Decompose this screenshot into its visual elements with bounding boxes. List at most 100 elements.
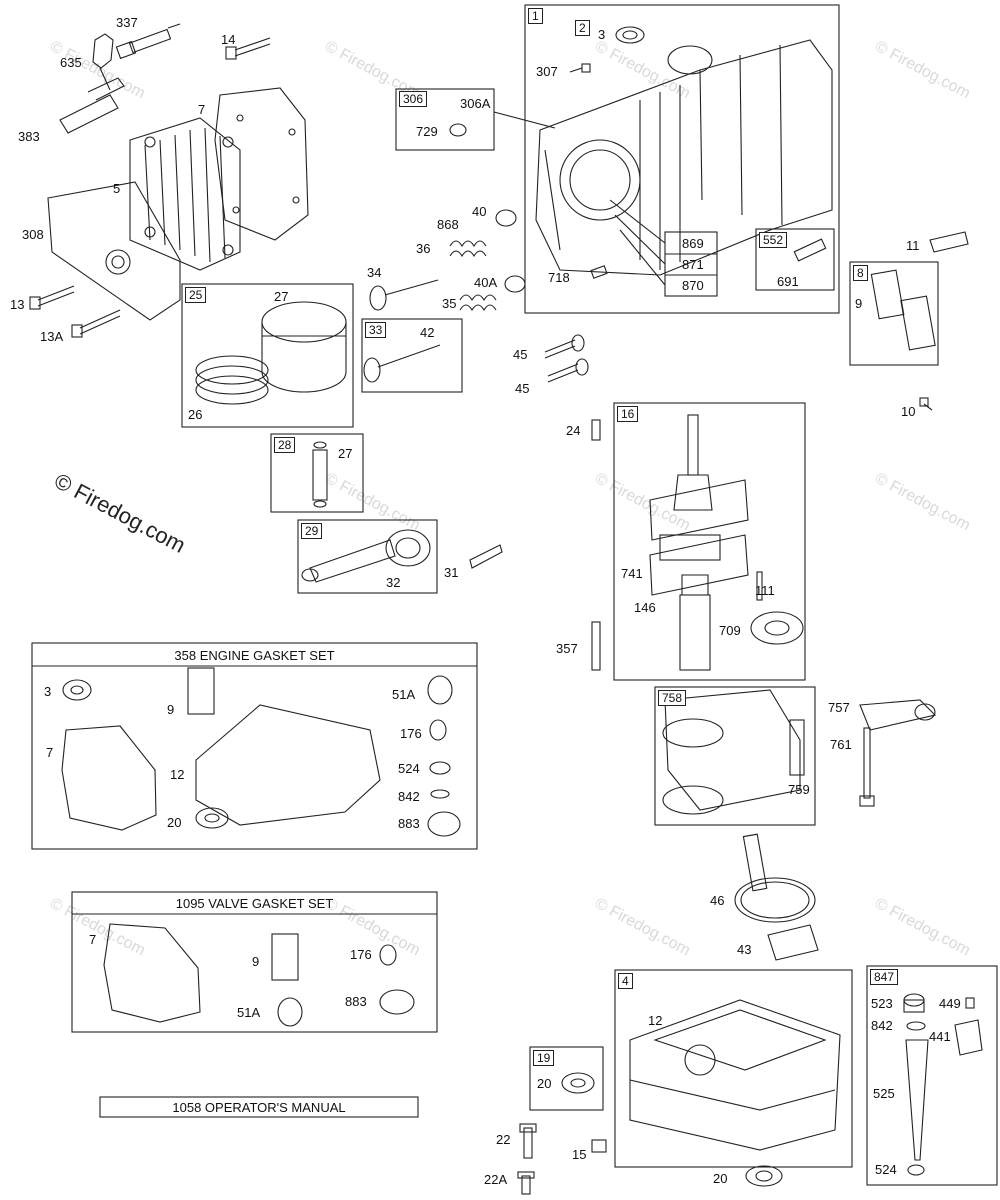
- part-label: 7: [46, 745, 54, 760]
- part-label: 27: [274, 289, 289, 304]
- part-label: 12: [170, 767, 185, 782]
- seal-20b-drawing: [745, 1165, 783, 1187]
- rod-cap-drawing: [469, 544, 503, 569]
- part-label: 441: [929, 1029, 951, 1044]
- breather-cover-drawing: [900, 295, 936, 351]
- part-label: 36: [416, 241, 431, 256]
- pin-759-drawing: [789, 719, 805, 776]
- part-label: 14: [221, 32, 236, 47]
- gasket-set-oil-seal-drawing: [62, 679, 92, 701]
- part-label: 13: [10, 297, 25, 312]
- kit-number: 33: [365, 322, 387, 338]
- balance-weight-drawing: [662, 689, 801, 815]
- kit-number: 4: [618, 973, 633, 989]
- valve-springs-drawing: [449, 209, 526, 312]
- part-label: 13A: [40, 329, 64, 344]
- gasket-set-176-drawing: [429, 719, 447, 741]
- oil-seal-3-drawing: [615, 26, 645, 44]
- key-111-drawing: [756, 571, 763, 601]
- part-label: 525: [873, 1086, 895, 1101]
- dowel-718-drawing: [590, 265, 608, 279]
- kit-number: 25: [185, 287, 207, 303]
- part-label: 22A: [484, 1172, 508, 1187]
- part-label: 20: [713, 1171, 728, 1186]
- part-label: 40: [472, 204, 487, 219]
- part-label: 22: [496, 1132, 511, 1147]
- part-label: 26: [188, 407, 203, 422]
- part-label: 10: [901, 404, 916, 419]
- kit-number: 847: [870, 969, 899, 985]
- part-label: 45: [513, 347, 528, 362]
- breather-tube-drawing: [59, 77, 125, 134]
- part-label: 759: [788, 782, 810, 797]
- part-label: 45: [515, 381, 530, 396]
- part-label: 337: [116, 15, 138, 30]
- part-label: 176: [350, 947, 372, 962]
- seal-729-drawing: [449, 123, 467, 137]
- bolt-13A-drawing: [71, 309, 121, 338]
- part-label: 32: [386, 575, 401, 590]
- wrist-pin-drawing: [312, 441, 328, 508]
- connecting-rod-drawing: [301, 529, 431, 583]
- part-label: 524: [875, 1162, 897, 1177]
- seal-20a-drawing: [561, 1072, 595, 1094]
- kit-box-29: [297, 519, 438, 594]
- crankcase-cover-drawing: [629, 999, 841, 1151]
- leader-870: [619, 229, 666, 286]
- part-label: 449: [939, 996, 961, 1011]
- gasket-set-842-drawing: [430, 789, 450, 799]
- kit-box-306: [395, 88, 495, 151]
- kit-box-16: [613, 402, 806, 681]
- bolt-22-drawing: [519, 1123, 537, 1159]
- part-label: 871: [682, 257, 704, 272]
- part-label: 43: [737, 942, 752, 957]
- screw-449-drawing: [965, 997, 975, 1009]
- governor-43-drawing: [767, 924, 819, 961]
- kit-box-847: [866, 965, 998, 1186]
- part-label: 51A: [392, 687, 416, 702]
- tappet-45b-drawing: [547, 358, 589, 383]
- part-label: 3: [44, 684, 52, 699]
- part-label: 27: [338, 446, 353, 461]
- part-label: 729: [416, 124, 438, 139]
- exhaust-valve-drawing: [363, 344, 441, 383]
- part-label: 146: [634, 600, 656, 615]
- kit-number: 306: [399, 91, 428, 107]
- head-gasket-drawing: [214, 87, 309, 241]
- cylinder-head-drawing: [129, 117, 241, 271]
- part-label: 691: [777, 274, 799, 289]
- tappet-45a-drawing: [544, 334, 585, 359]
- part-label: 307: [536, 64, 558, 79]
- gasket-set-head-gasket-drawing: [61, 725, 157, 831]
- part-label: 306A: [460, 96, 491, 111]
- part-label: 883: [398, 816, 420, 831]
- kit-box-1: [524, 4, 840, 314]
- part-label: 761: [830, 737, 852, 752]
- part-label: 31: [444, 565, 459, 580]
- part-label: 635: [60, 55, 82, 70]
- part-label: 718: [548, 270, 570, 285]
- leader-306A: [493, 111, 556, 129]
- screw-10-drawing: [919, 397, 933, 411]
- part-label: 741: [621, 566, 643, 581]
- gasket-set-51A-drawing: [427, 675, 453, 705]
- engine-gasket-set-title: 358 ENGINE GASKET SET: [174, 648, 335, 663]
- part-label: 11: [906, 238, 920, 253]
- part-label: 15: [572, 1147, 587, 1162]
- kit-box-552: [755, 228, 835, 291]
- plug-15-drawing: [591, 1139, 607, 1153]
- bolt-307-drawing: [569, 63, 591, 73]
- part-label: 176: [400, 726, 422, 741]
- cylinder-block-drawing: [535, 39, 833, 276]
- kit-box-758: [654, 686, 816, 826]
- part-label: 870: [682, 278, 704, 293]
- bolt-14-drawing: [225, 37, 271, 60]
- bracket-441-drawing: [954, 1019, 983, 1056]
- part-label: 9: [167, 702, 175, 717]
- part-label: 883: [345, 994, 367, 1009]
- spark-plug-drawing: [115, 23, 181, 60]
- kit-number: 2: [575, 20, 590, 36]
- part-label: 7: [89, 932, 97, 947]
